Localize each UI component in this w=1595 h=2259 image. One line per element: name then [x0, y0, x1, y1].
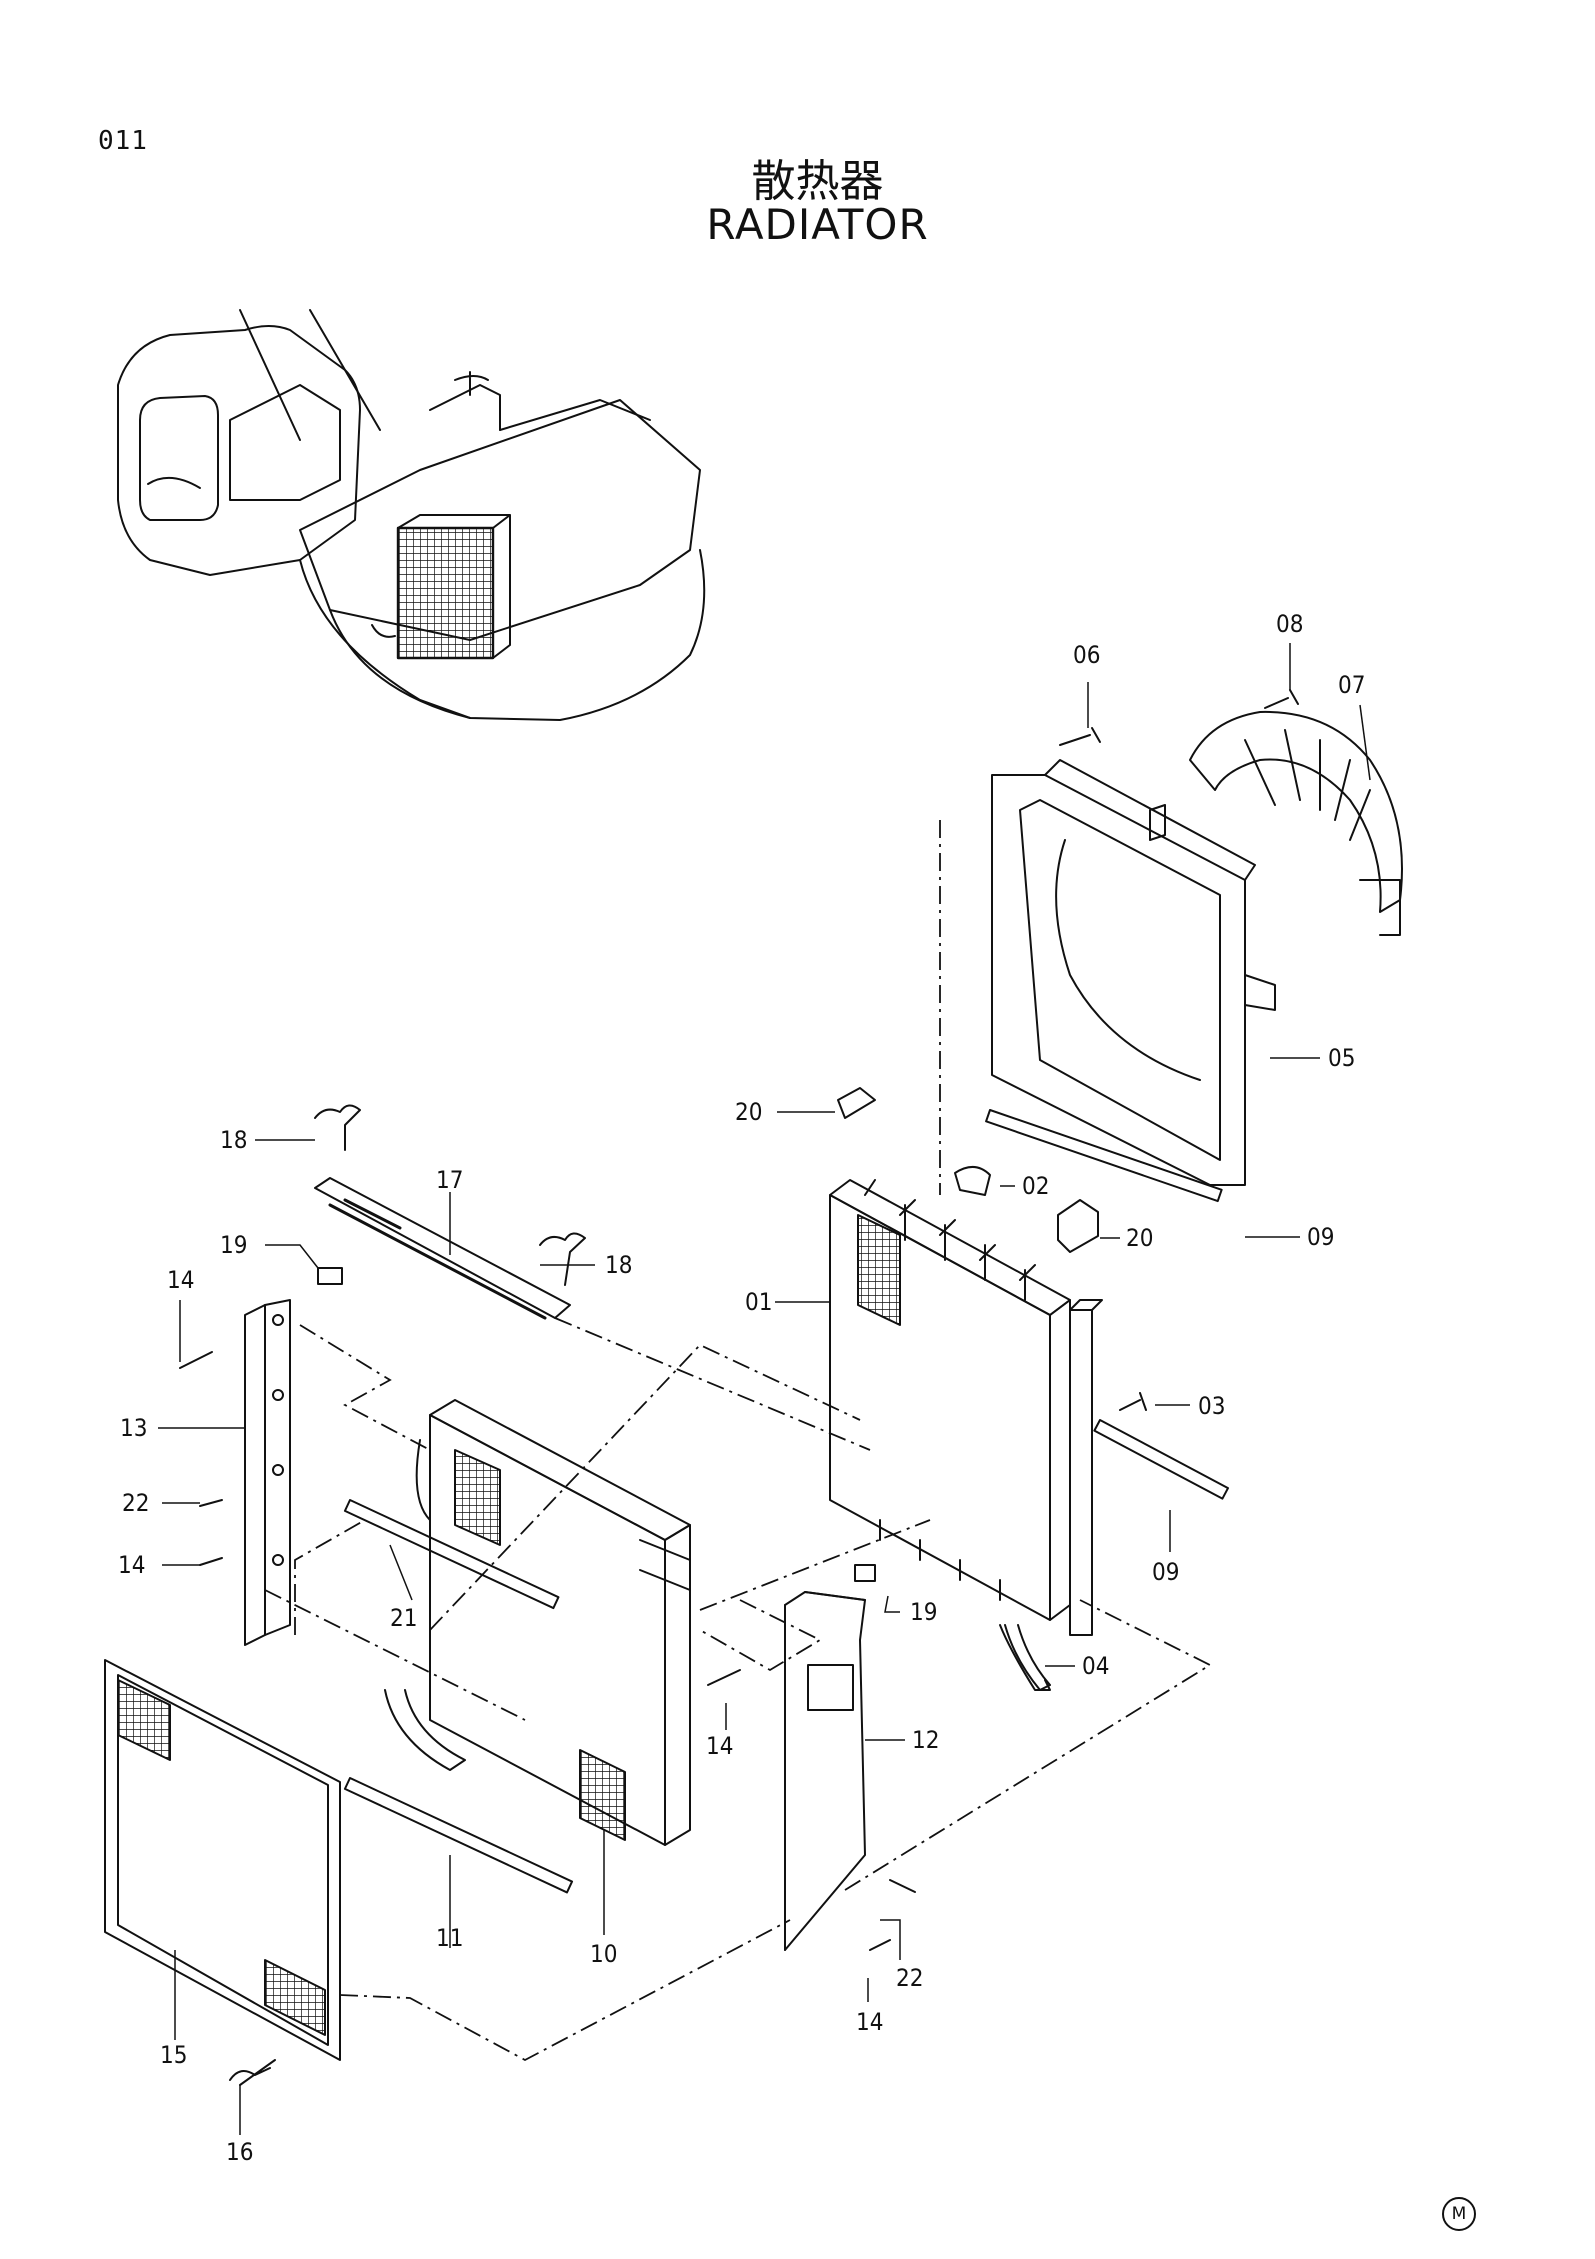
callout-17: 17	[436, 1166, 464, 1194]
wing-bolt-16	[230, 2060, 275, 2085]
callout-13: 13	[120, 1414, 148, 1442]
callout-20-upper: 20	[735, 1098, 763, 1126]
callout-14-c: 14	[706, 1732, 734, 1760]
callout-18-left: 18	[220, 1126, 248, 1154]
callout-14-d: 14	[856, 2008, 884, 2036]
callout-10: 10	[590, 1940, 618, 1968]
callout-15: 15	[160, 2041, 188, 2069]
leader-lines	[158, 643, 1370, 2135]
seal-strip-09-upper	[986, 1110, 1222, 1201]
wing-bolt-18-left	[315, 1105, 360, 1150]
callout-11: 11	[436, 1924, 464, 1952]
bolt-22-b	[890, 1880, 915, 1892]
callout-01: 01	[745, 1288, 773, 1316]
clip-19-right	[855, 1565, 875, 1581]
screen-15	[105, 1660, 340, 2060]
bracket-12	[785, 1592, 865, 1950]
callout-07: 07	[1338, 671, 1366, 699]
callout-02: 02	[1022, 1172, 1050, 1200]
callout-12: 12	[912, 1726, 940, 1754]
callout-16: 16	[226, 2138, 254, 2166]
fan-guard-07	[1190, 712, 1402, 935]
title-english: RADIATOR	[706, 200, 929, 249]
bolt-08	[1265, 690, 1298, 708]
assembly-lines	[265, 820, 1210, 2060]
bolt-22-a	[200, 1500, 222, 1506]
bolt-06	[1060, 728, 1100, 745]
oil-cooler-10	[385, 1400, 690, 1845]
callout-19-left: 19	[220, 1231, 248, 1259]
clip-19-left	[318, 1268, 342, 1284]
callout-09-lower: 09	[1152, 1558, 1180, 1586]
bolt-14-a	[180, 1352, 212, 1368]
title-chinese: 散热器	[751, 156, 884, 207]
callout-03: 03	[1198, 1392, 1226, 1420]
wing-bolt-03	[1120, 1393, 1146, 1410]
page-number: 011	[98, 126, 148, 156]
pad-20-lower	[1058, 1200, 1098, 1252]
excavator-location-view	[118, 310, 704, 720]
seal-strip-11	[345, 1778, 572, 1892]
callout-04: 04	[1082, 1652, 1110, 1680]
callout-14-a: 14	[167, 1266, 195, 1294]
pad-20-upper	[838, 1088, 875, 1118]
bolt-14-b	[200, 1558, 222, 1565]
shroud-05	[992, 760, 1275, 1185]
wing-bolt-18-right	[540, 1233, 585, 1285]
callout-20-lower: 20	[1126, 1224, 1154, 1252]
seal-strip-21	[345, 1500, 559, 1608]
callout-14-b: 14	[118, 1551, 146, 1579]
bolt-14-c	[708, 1670, 740, 1685]
maker-mark: M	[1442, 2197, 1476, 2231]
callout-21: 21	[390, 1604, 418, 1632]
callout-06: 06	[1073, 641, 1101, 669]
bolt-14-d	[870, 1940, 890, 1950]
bracket-13	[245, 1300, 290, 1645]
callout-09-upper: 09	[1307, 1223, 1335, 1251]
callout-19-right: 19	[910, 1598, 938, 1626]
callout-08: 08	[1276, 610, 1304, 638]
bracket-bar-17	[315, 1178, 570, 1318]
radiator-cap-02	[955, 1167, 990, 1195]
callout-05: 05	[1328, 1044, 1356, 1072]
seal-strip-09-lower	[1094, 1420, 1228, 1499]
hose-04	[1000, 1625, 1050, 1690]
radiator-core-01	[830, 1180, 1102, 1690]
callout-22-a: 22	[122, 1489, 150, 1517]
callout-18-right: 18	[605, 1251, 633, 1279]
callout-22-b: 22	[896, 1964, 924, 1992]
